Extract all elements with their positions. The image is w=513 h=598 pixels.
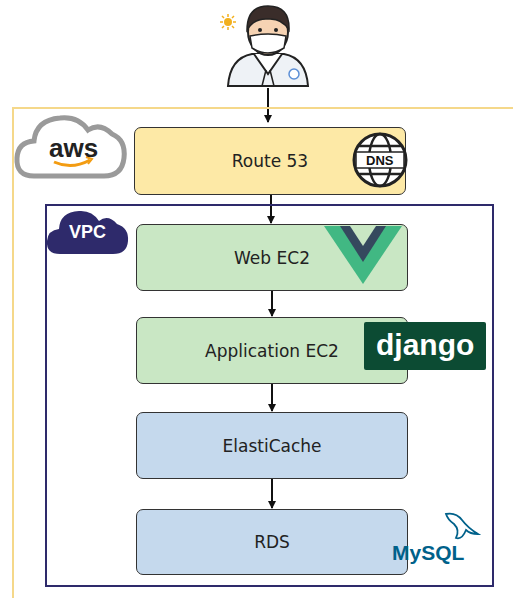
django-badge: [364, 322, 486, 370]
node-label: Route 53: [232, 151, 308, 171]
aws-smile-tip: [86, 157, 92, 164]
node-label: VPC: [69, 223, 106, 241]
vpc-region: VPC Web EC2Application EC2ElastiCacheRDS: [45, 204, 494, 587]
node-label: aws: [49, 135, 98, 161]
node-label: Application EC2: [205, 341, 339, 361]
node-label: ElastiCache: [223, 436, 322, 456]
dns-globe: [354, 134, 406, 186]
cache-box: ElastiCache: [136, 412, 408, 479]
node-label: RDS: [254, 532, 290, 552]
vpc-cloud: [47, 211, 128, 254]
flow-arrow: [270, 195, 272, 223]
user-arrow: [267, 88, 269, 122]
vue-logo: [324, 226, 402, 284]
django-label: django: [376, 330, 474, 360]
user-icon: [220, 6, 308, 86]
aws-cloud: [17, 118, 124, 176]
database-box: RDS: [136, 509, 408, 575]
mysql-label: MySQL: [392, 542, 464, 563]
flow-arrow: [271, 479, 273, 508]
node-label: Web EC2: [234, 248, 310, 268]
flow-arrow: [271, 384, 273, 411]
mysql-dolphin: [446, 514, 478, 539]
aws-smile: [54, 160, 90, 166]
dns-label: DNS: [366, 154, 393, 167]
flow-arrow: [271, 291, 273, 316]
